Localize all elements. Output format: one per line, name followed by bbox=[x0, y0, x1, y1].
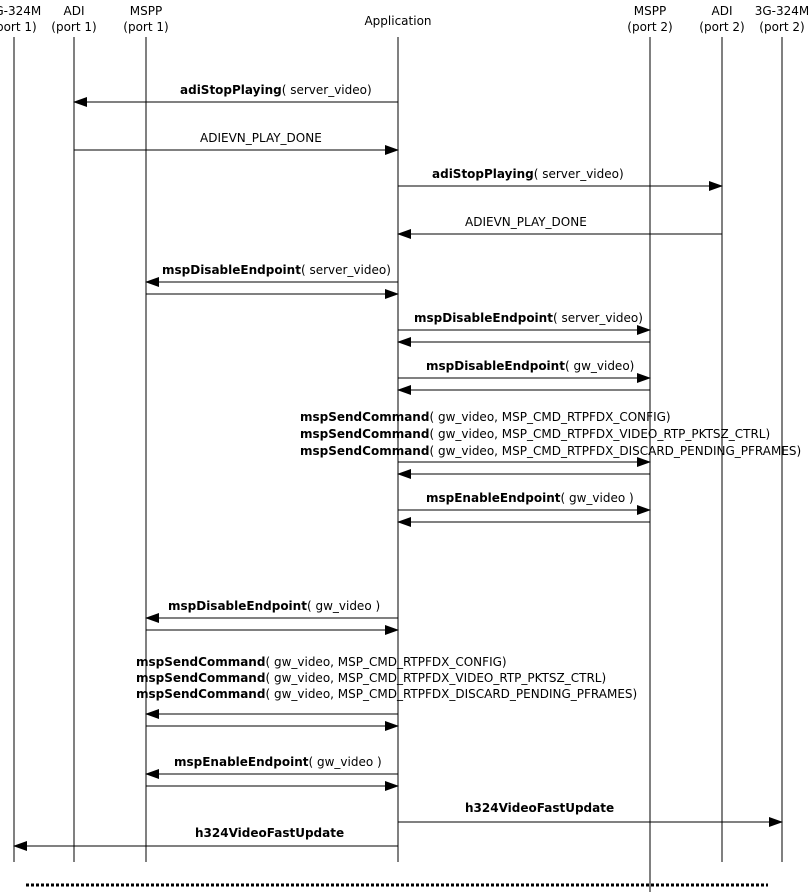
message-function-name: mspSendCommand bbox=[136, 687, 266, 701]
lifeline-header-adi_1: ADI (port 1) bbox=[51, 3, 96, 35]
message-label: ADIEVN_PLAY_DONE bbox=[465, 214, 587, 230]
message-arguments: ( server_video) bbox=[552, 311, 643, 325]
lifeline-header-mspp_1: MSPP (port 1) bbox=[123, 3, 168, 35]
lifeline-label: ADI bbox=[711, 4, 733, 18]
message-label: mspSendCommand( gw_video, MSP_CMD_RTPFDX… bbox=[300, 443, 801, 459]
message-arguments: ( gw_video ) bbox=[306, 599, 381, 613]
message-arguments: ( gw_video, MSP_CMD_RTPFDX_CONFIG) bbox=[429, 410, 671, 424]
message-arguments: ( gw_video ) bbox=[308, 755, 382, 769]
message-function-name: mspEnableEndpoint bbox=[174, 755, 309, 769]
message-function-name: adiStopPlaying bbox=[180, 83, 282, 97]
message-label: mspEnableEndpoint( gw_video ) bbox=[174, 754, 382, 770]
message-label: mspSendCommand( gw_video, MSP_CMD_RTPFDX… bbox=[300, 409, 671, 425]
message-label: adiStopPlaying( server_video) bbox=[180, 82, 372, 98]
message-arguments: ADIEVN_PLAY_DONE bbox=[200, 131, 322, 145]
message-label: ADIEVN_PLAY_DONE bbox=[200, 130, 322, 146]
message-label: mspDisableEndpoint( gw_video) bbox=[426, 358, 634, 374]
lifeline-label: ADI bbox=[63, 4, 85, 18]
message-label: mspDisableEndpoint( server_video) bbox=[162, 262, 391, 278]
message-label: mspSendCommand( gw_video, MSP_CMD_RTPFDX… bbox=[136, 670, 606, 686]
message-function-name: h324VideoFastUpdate bbox=[195, 826, 345, 840]
message-function-name: mspSendCommand bbox=[136, 655, 266, 669]
message-function-name: mspEnableEndpoint bbox=[426, 491, 561, 505]
lifeline-header-h324_2: 3G-324M (port 2) bbox=[755, 3, 808, 35]
message-arguments: ( gw_video, MSP_CMD_RTPFDX_DISCARD_PENDI… bbox=[265, 687, 638, 701]
lifeline-sublabel: (port 1) bbox=[0, 20, 37, 34]
lifeline-sublabel: (port 1) bbox=[123, 20, 169, 34]
message-arguments: ( gw_video, MSP_CMD_RTPFDX_VIDEO_RTP_PKT… bbox=[429, 427, 771, 441]
message-function-name: adiStopPlaying bbox=[432, 167, 534, 181]
message-function-name: mspDisableEndpoint bbox=[414, 311, 553, 325]
message-arguments: ( server_video) bbox=[281, 83, 372, 97]
message-label: mspDisableEndpoint( server_video) bbox=[414, 310, 643, 326]
message-label: adiStopPlaying( server_video) bbox=[432, 166, 624, 182]
lifeline-sublabel: (port 2) bbox=[699, 20, 745, 34]
message-arguments: ADIEVN_PLAY_DONE bbox=[465, 215, 587, 229]
message-function-name: mspDisableEndpoint bbox=[162, 263, 301, 277]
message-function-name: h324VideoFastUpdate bbox=[465, 801, 615, 815]
lifeline-sublabel: (port 1) bbox=[51, 20, 97, 34]
message-function-name: mspSendCommand bbox=[300, 444, 430, 458]
lifeline-label: Application bbox=[364, 14, 432, 28]
lifeline-label: 3G-324M bbox=[0, 4, 42, 18]
lifeline-sublabel: (port 2) bbox=[759, 20, 805, 34]
lifeline-sublabel: (port 2) bbox=[627, 20, 673, 34]
lifeline-header-adi_2: ADI (port 2) bbox=[699, 3, 744, 35]
lifeline-header-h324_1: 3G-324M (port 1) bbox=[0, 3, 41, 35]
message-arguments: ( gw_video) bbox=[564, 359, 635, 373]
lifeline-header-mspp_2: MSPP (port 2) bbox=[627, 3, 672, 35]
lifeline-label: MSPP bbox=[129, 4, 163, 18]
lifeline-label: MSPP bbox=[633, 4, 667, 18]
message-arguments: ( server_video) bbox=[533, 167, 624, 181]
message-arguments: ( server_video) bbox=[300, 263, 391, 277]
lifeline-header-app: Application bbox=[364, 13, 431, 29]
message-arguments: ( gw_video, MSP_CMD_RTPFDX_VIDEO_RTP_PKT… bbox=[265, 671, 607, 685]
message-function-name: mspDisableEndpoint bbox=[168, 599, 307, 613]
message-function-name: mspSendCommand bbox=[136, 671, 266, 685]
message-arguments: ( gw_video, MSP_CMD_RTPFDX_DISCARD_PENDI… bbox=[429, 444, 802, 458]
message-label: h324VideoFastUpdate bbox=[465, 800, 614, 816]
message-function-name: mspSendCommand bbox=[300, 410, 430, 424]
lifeline-label: 3G-324M bbox=[754, 4, 808, 18]
message-arguments: ( gw_video, MSP_CMD_RTPFDX_CONFIG) bbox=[265, 655, 507, 669]
message-label: h324VideoFastUpdate bbox=[195, 825, 344, 841]
message-label: mspSendCommand( gw_video, MSP_CMD_RTPFDX… bbox=[300, 426, 770, 442]
message-function-name: mspDisableEndpoint bbox=[426, 359, 565, 373]
message-label: mspSendCommand( gw_video, MSP_CMD_RTPFDX… bbox=[136, 686, 637, 702]
message-label: mspDisableEndpoint( gw_video ) bbox=[168, 598, 380, 614]
message-label: mspSendCommand( gw_video, MSP_CMD_RTPFDX… bbox=[136, 654, 507, 670]
message-function-name: mspSendCommand bbox=[300, 427, 430, 441]
message-arguments: ( gw_video ) bbox=[560, 491, 634, 505]
message-label: mspEnableEndpoint( gw_video ) bbox=[426, 490, 634, 506]
